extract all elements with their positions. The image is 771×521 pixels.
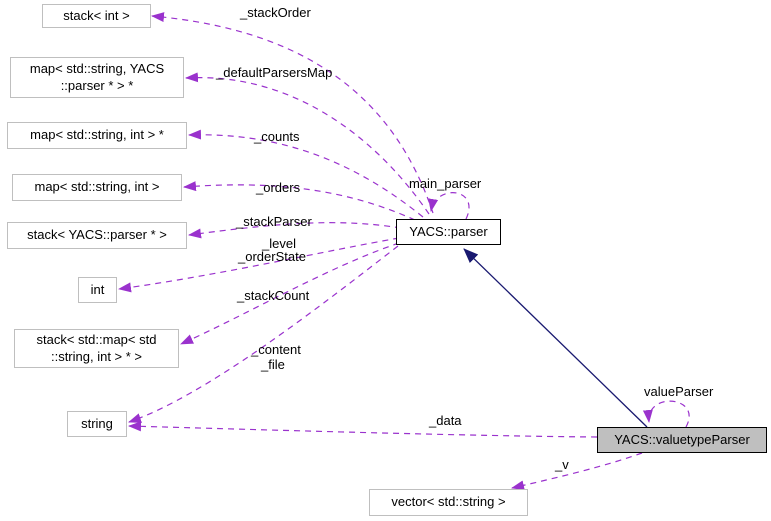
edge-label-file: _file [261, 357, 285, 372]
edge-label-default-parsers-map: _defaultParsersMap [216, 65, 333, 80]
edge-label-value-parser: valueParser [644, 384, 714, 399]
edge-v [511, 452, 643, 491]
edge-counts [188, 129, 424, 218]
edge-stack-order [151, 12, 434, 214]
node-stack-yacs-parser-ptr: stack< YACS::parser * > [7, 222, 187, 249]
edge-label-order-state: _orderState [238, 249, 306, 264]
edge-inheritance [463, 248, 648, 428]
node-yacs-parser[interactable]: YACS::parser [396, 219, 501, 245]
edge-label-level: _level [262, 236, 296, 251]
edge-label-content: _content [251, 342, 301, 357]
edge-label-orders: _orders [256, 180, 301, 195]
node-label-line1: stack< std::map< std [36, 331, 157, 347]
node-map-string-int: map< std::string, int > [12, 174, 182, 201]
node-label: stack< int > [63, 7, 130, 23]
edge-value-parser-self-loop [642, 400, 690, 428]
node-map-string-parser-ptr: map< std::string, YACS ::parser * > * [10, 57, 184, 98]
node-stack-map: stack< std::map< std ::string, int > * > [14, 329, 179, 368]
node-label-line2: ::parser * > * [60, 77, 134, 93]
edge-content-file [128, 245, 399, 423]
node-label: stack< YACS::parser * > [27, 227, 167, 243]
node-map-string-int-ptr: map< std::string, int > * [7, 122, 187, 149]
edge-label-stack-order: _stackOrder [240, 5, 311, 20]
edge-level-order-state [118, 237, 400, 293]
edge-data [128, 421, 598, 438]
edge-label-data: _data [429, 413, 462, 428]
node-label: int [90, 281, 105, 297]
edge-stack-parser [188, 222, 402, 239]
edge-label-counts: _counts [254, 129, 300, 144]
edge-label-v: _v [555, 457, 569, 472]
node-label-line2: ::string, int > * > [50, 348, 143, 364]
edge-label-main-parser: main_parser [409, 176, 482, 191]
node-label: YACS::valuetypeParser [614, 431, 750, 447]
edge-label-stack-parser: _stackParser [236, 214, 312, 229]
node-label: map< std::string, int > [34, 179, 160, 195]
node-label: string [81, 415, 113, 431]
edge-main-parser-self-loop [428, 192, 470, 220]
edge-label-stack-count: _stackCount [237, 288, 310, 303]
edge-orders [183, 181, 416, 221]
node-int: int [78, 277, 117, 303]
node-stack-int: stack< int > [42, 4, 151, 28]
node-label: map< std::string, int > * [30, 127, 164, 143]
node-yacs-valuetypeparser[interactable]: YACS::valuetypeParser [597, 427, 767, 453]
node-string: string [67, 411, 127, 437]
node-label: YACS::parser [409, 223, 488, 239]
edge-default-parsers-map [185, 72, 430, 215]
node-vector-std-string: vector< std::string > [369, 489, 528, 516]
node-label: vector< std::string > [391, 494, 506, 510]
node-label-line1: map< std::string, YACS [29, 60, 165, 76]
edge-stack-count [180, 242, 400, 345]
